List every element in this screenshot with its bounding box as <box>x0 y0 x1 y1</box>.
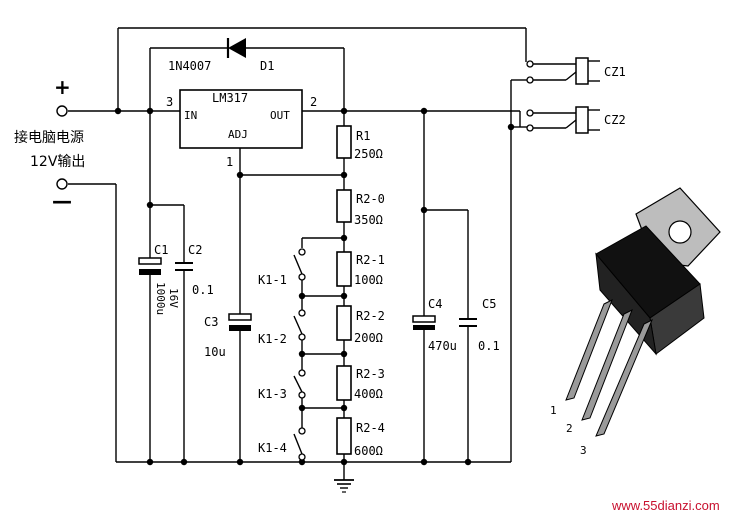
pin1-number: 1 <box>226 155 233 169</box>
switch-k1-2: K1-2 <box>258 309 306 346</box>
resistor-r2-0: R2-0 350Ω <box>336 189 385 227</box>
c1-value: 1000u <box>154 282 167 315</box>
plus-sign: + <box>54 75 71 99</box>
watermark-text: www.55dianzi.com <box>611 498 720 513</box>
c3-value: 10u <box>204 345 226 359</box>
package-pin1-label: 1 <box>550 404 557 417</box>
pin3-number: 3 <box>166 95 173 109</box>
capacitor-c5: C5 0.1 <box>459 297 500 353</box>
minus-sign: — <box>52 189 72 213</box>
c2-ref: C2 <box>188 243 202 257</box>
capacitor-c1: C1 1000u 16V <box>138 243 180 315</box>
capacitor-c2: C2 0.1 <box>175 243 214 297</box>
connector-cz1: CZ1 <box>526 57 626 85</box>
switch-k1-1: K1-1 <box>258 248 306 287</box>
resistor-r1: R1 250Ω <box>336 125 383 161</box>
input-terminal-negative: — <box>52 178 72 213</box>
c5-ref: C5 <box>482 297 496 311</box>
k1-1-label: K1-1 <box>258 273 287 287</box>
k1-4-label: K1-4 <box>258 441 287 455</box>
resistor-r2-4: R2-4 600Ω <box>336 417 385 458</box>
c3-ref: C3 <box>204 315 218 329</box>
c1-voltage: 16V <box>167 288 180 308</box>
pin2-number: 2 <box>310 95 317 109</box>
r2-0-value: 350Ω <box>354 213 383 227</box>
diode-part-label: 1N4007 <box>168 59 211 73</box>
junction-dots <box>114 107 515 466</box>
r1-ref: R1 <box>356 129 370 143</box>
r2-4-ref: R2-4 <box>356 421 385 435</box>
package-pin2-label: 2 <box>566 422 573 435</box>
pin-in-label: IN <box>184 109 197 122</box>
resistor-r2-2: R2-2 200Ω <box>336 305 385 345</box>
switch-k1-3: K1-3 <box>258 369 306 401</box>
capacitor-c3: C3 10u <box>204 313 252 359</box>
r2-1-ref: R2-1 <box>356 253 385 267</box>
resistor-r2-3: R2-3 400Ω <box>336 365 385 401</box>
c4-value: 470u <box>428 339 457 353</box>
connector-cz2: CZ2 <box>526 106 626 134</box>
c4-ref: C4 <box>428 297 442 311</box>
r2-3-value: 400Ω <box>354 387 383 401</box>
lm317-regulator: LM317 IN OUT ADJ 3 2 1 <box>166 89 317 169</box>
ground-symbol <box>334 479 354 493</box>
cz1-label: CZ1 <box>604 65 626 79</box>
input-terminal-positive: + <box>54 75 71 117</box>
c1-ref: C1 <box>154 243 168 257</box>
k1-3-label: K1-3 <box>258 387 287 401</box>
k1-2-label: K1-2 <box>258 332 287 346</box>
c5-value: 0.1 <box>478 339 500 353</box>
diode-ref-label: D1 <box>260 59 274 73</box>
r2-4-value: 600Ω <box>354 444 383 458</box>
c2-value: 0.1 <box>192 283 214 297</box>
resistor-r2-1: R2-1 100Ω <box>336 251 385 287</box>
r2-3-ref: R2-3 <box>356 367 385 381</box>
diode-d1: 1N4007 D1 <box>168 38 274 73</box>
to220-package-illustration: 1 2 3 <box>550 187 721 457</box>
r2-2-value: 200Ω <box>354 331 383 345</box>
package-pin3-label: 3 <box>580 444 587 457</box>
pin-adj-label: ADJ <box>228 128 248 141</box>
r2-0-ref: R2-0 <box>356 192 385 206</box>
capacitor-c4: C4 470u <box>412 297 457 353</box>
r2-2-ref: R2-2 <box>356 309 385 323</box>
wires <box>68 27 527 480</box>
r2-1-value: 100Ω <box>354 273 383 287</box>
input-caption-line2: 12V输出 <box>30 154 85 170</box>
r1-value: 250Ω <box>354 147 383 161</box>
regulator-name: LM317 <box>212 91 248 105</box>
switch-k1-4: K1-4 <box>258 427 306 461</box>
input-caption-line1: 接电脑电源 <box>14 129 84 146</box>
pin-out-label: OUT <box>270 109 290 122</box>
cz2-label: CZ2 <box>604 113 626 127</box>
